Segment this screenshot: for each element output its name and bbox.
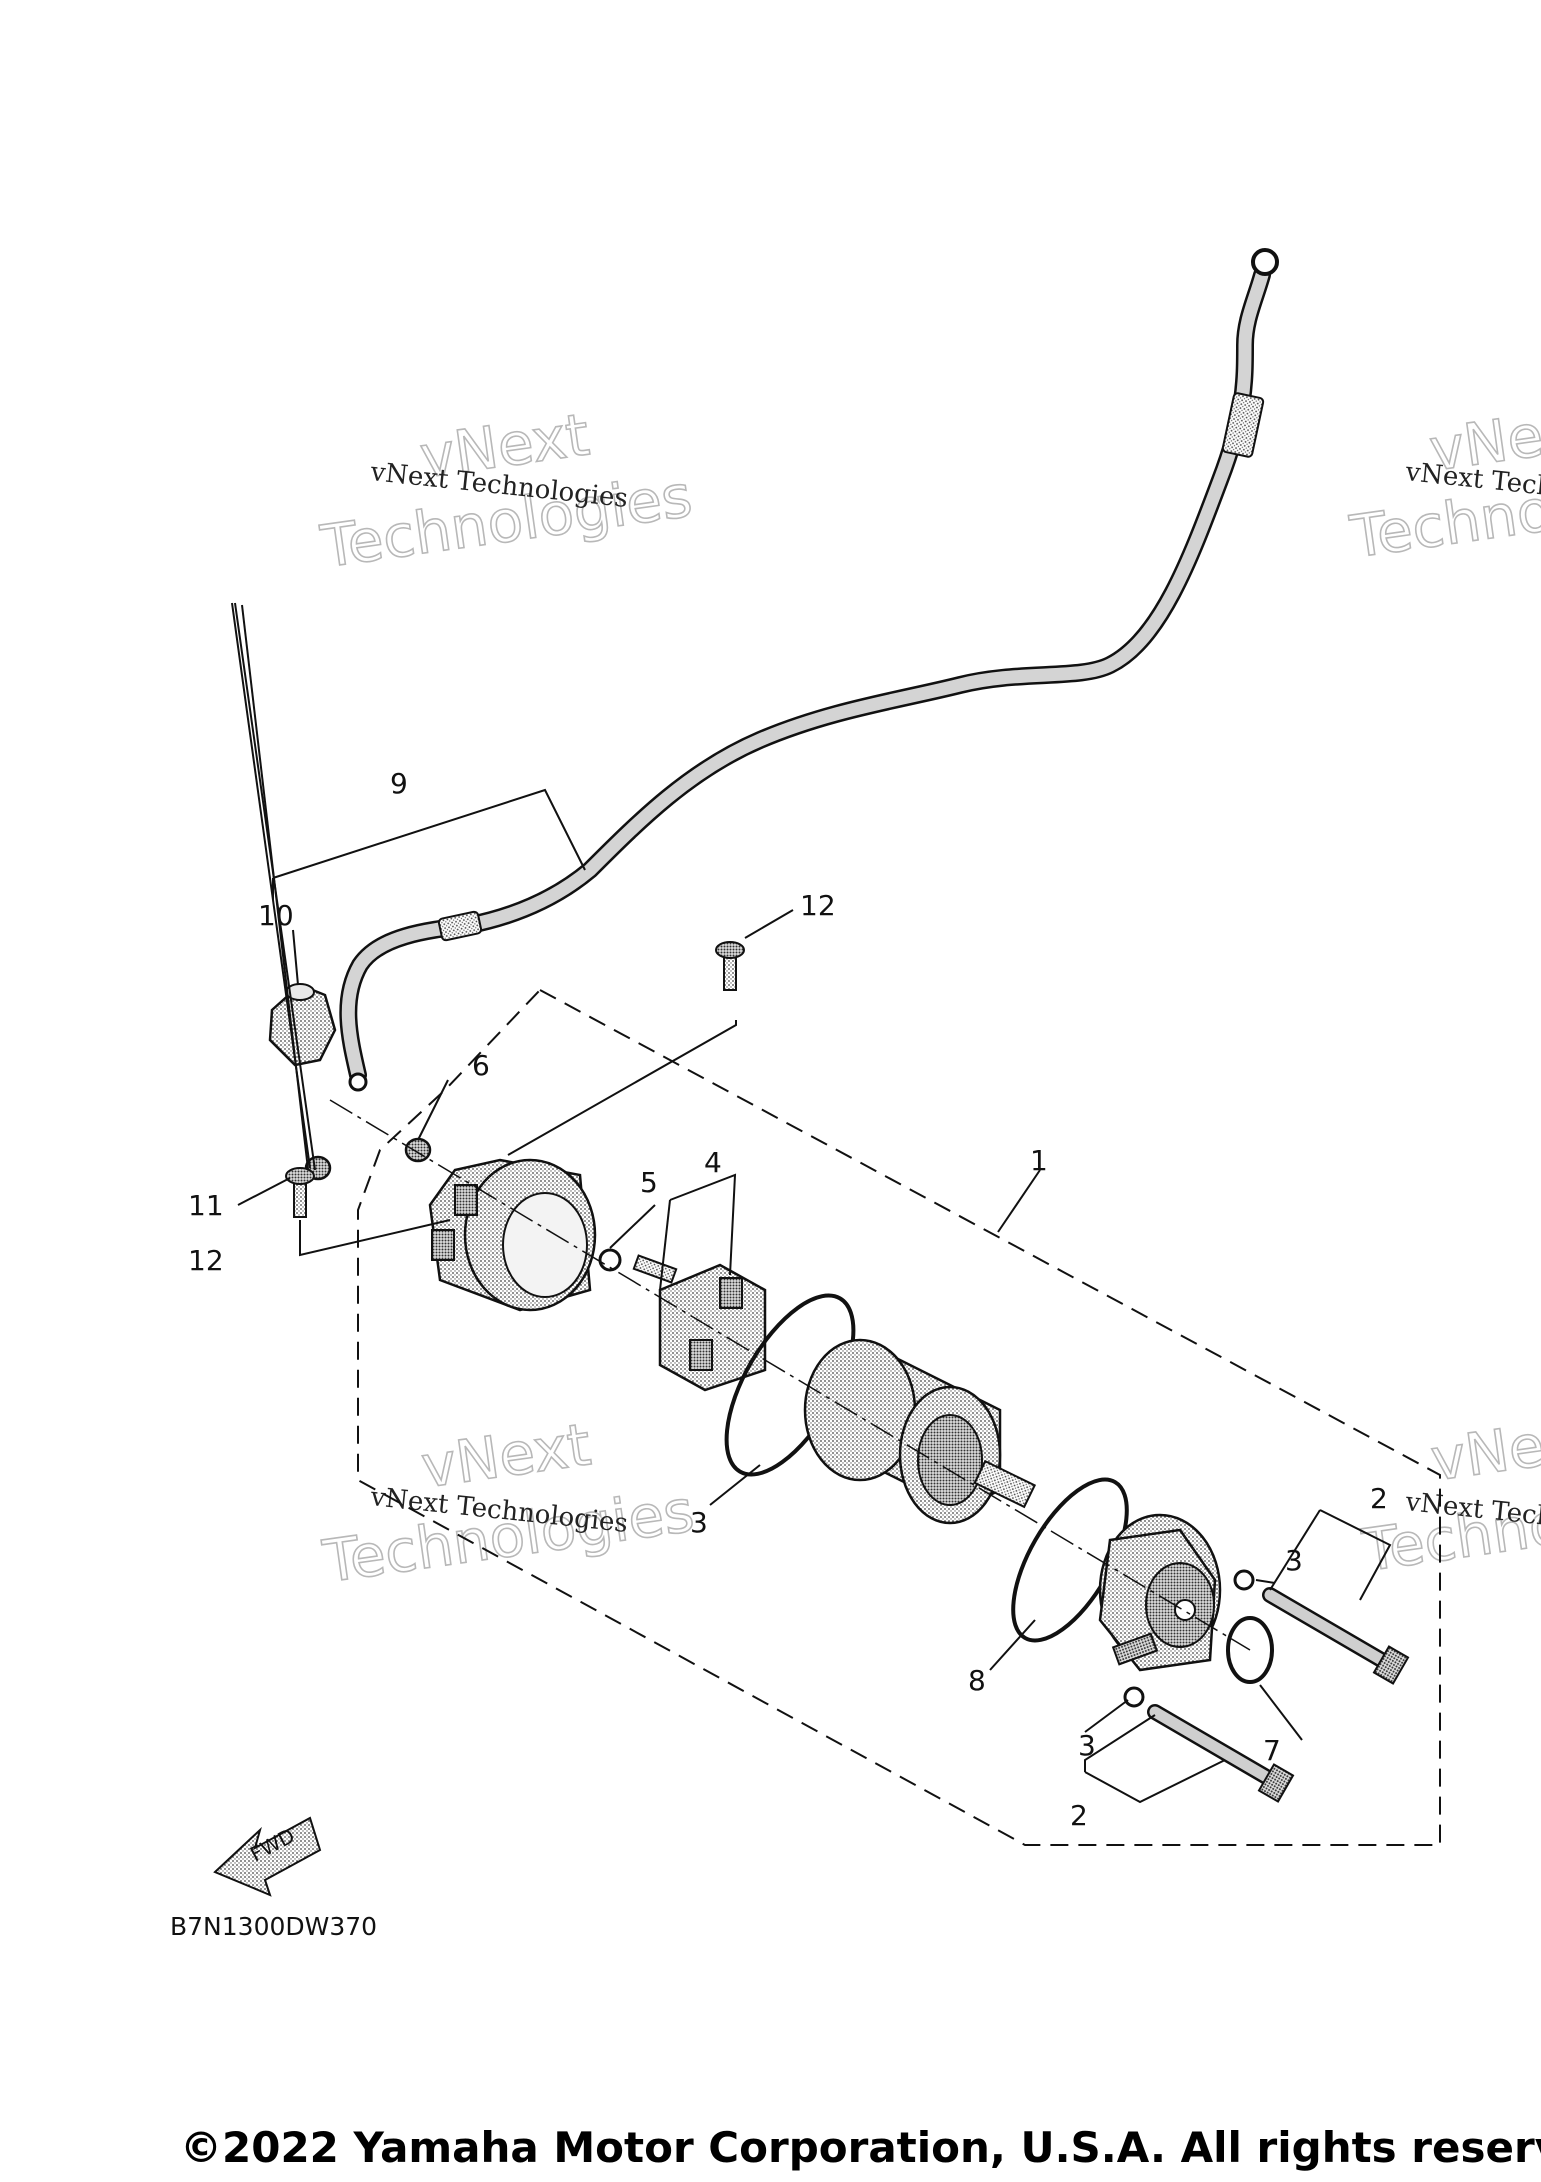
bolt-part-12-lower <box>285 1167 315 1218</box>
forward-arrow-icon: FWD <box>213 1816 322 1897</box>
callout-8: 8 <box>968 1664 986 1697</box>
callout-5: 5 <box>640 1166 658 1199</box>
callout-2: 2 <box>1070 1799 1088 1832</box>
nut-part-6 <box>404 1137 432 1163</box>
callout-11: 11 <box>188 1189 224 1222</box>
callout-3: 3 <box>1285 1544 1303 1577</box>
copyright-notice: ©2022 Yamaha Motor Corporation, U.S.A. A… <box>180 2123 1541 2172</box>
callout-10: 10 <box>258 899 294 932</box>
callout-7: 7 <box>1263 1734 1281 1767</box>
leader-lines <box>231 602 1392 1804</box>
washer-part-3-upper <box>1233 1569 1255 1591</box>
bolt-part-12-upper <box>715 941 745 991</box>
watermark-outline-line1: vNext <box>1427 1403 1541 1494</box>
o-ring-part-7 <box>1226 1616 1274 1684</box>
callout-4: 4 <box>704 1146 722 1179</box>
o-ring-part-5 <box>598 1248 622 1272</box>
front-cover <box>428 1158 597 1312</box>
diagram-code: B7N1300DW370 <box>170 1912 377 1941</box>
callout-12: 12 <box>800 889 836 922</box>
brush-holder-part-4 <box>632 1254 767 1392</box>
callout-labels: 1 2 2 3 3 3 4 5 6 7 8 9 10 11 12 12 <box>188 767 1388 1832</box>
callout-9: 9 <box>390 767 408 800</box>
callout-12: 12 <box>188 1244 224 1277</box>
callout-2: 2 <box>1370 1482 1388 1515</box>
callout-3: 3 <box>1078 1729 1096 1762</box>
starter-cable <box>339 248 1279 1092</box>
rear-cover <box>1098 1513 1222 1672</box>
watermark-outline-line1: vNext <box>417 1410 594 1501</box>
center-axis-line <box>329 1099 1251 1651</box>
callout-3: 3 <box>690 1506 708 1539</box>
through-bolt-part-2-upper <box>1262 1587 1410 1685</box>
terminal-cover-part-10 <box>268 983 337 1067</box>
yoke-armature <box>803 1338 1037 1525</box>
callout-1: 1 <box>1030 1144 1048 1177</box>
through-bolt-part-2-lower <box>1147 1704 1295 1803</box>
washer-part-3-lower <box>1123 1686 1145 1708</box>
callout-6: 6 <box>472 1049 490 1082</box>
